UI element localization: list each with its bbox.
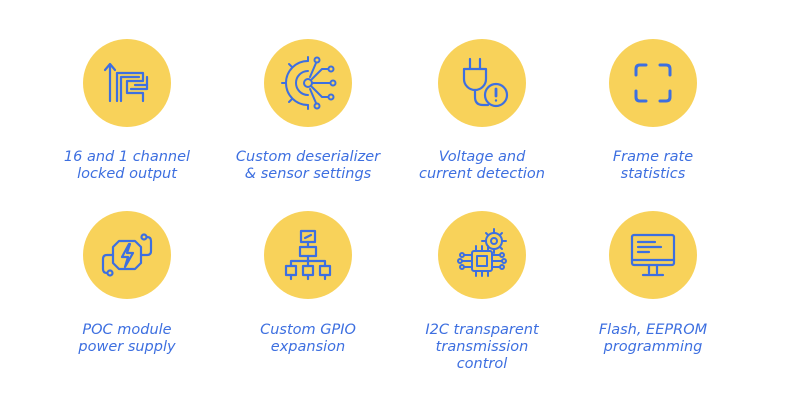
icon-badge [83,211,171,299]
icon-badge [83,39,171,127]
caption-line: control [456,356,508,372]
plug-warning-icon [462,57,509,108]
caption-line: & sensor settings [244,166,372,182]
caption-line: Custom deserializer [235,149,381,165]
frame-corners-icon [634,63,672,103]
caption-line: POC module [82,322,172,338]
locked-output-icon [103,62,149,103]
caption-line: Flash, EEPROM [598,322,708,338]
feature-caption: Custom deserializer & sensor settings [218,149,398,183]
icon-badge [609,39,697,127]
feature-caption: 16 and 1 channel locked output [37,149,217,183]
feature-caption: Voltage and current detection [392,149,572,183]
caption-line: programming [603,339,703,355]
icon-badge [264,39,352,127]
caption-line: Frame rate [612,149,694,165]
caption-line: Custom GPIO [260,322,356,338]
chip-gears-icon [457,228,507,277]
gpio-hierarchy-icon [284,229,332,281]
caption-line: current detection [419,166,545,182]
caption-line: transmission [435,339,529,355]
feature-caption: Flash, EEPROM programming [563,322,743,356]
caption-line: power supply [78,339,176,355]
caption-line: I2C transparent [425,322,539,338]
icon-badge [264,211,352,299]
gear-circuit-icon [281,56,337,110]
feature-caption: I2C transparent transmission control [392,322,572,373]
icon-badge [438,211,526,299]
caption-line: expansion [270,339,346,355]
feature-caption: Frame rate statistics [563,149,743,183]
feature-caption: Custom GPIO expansion [218,322,398,356]
feature-caption: POC module power supply [37,322,217,356]
caption-line: locked output [77,166,177,182]
icon-badge [609,211,697,299]
icon-badge [438,39,526,127]
power-module-icon [101,233,153,277]
monitor-icon [630,233,676,277]
caption-line: Voltage and [438,149,526,165]
caption-line: 16 and 1 channel [63,149,191,165]
caption-line: statistics [620,166,686,182]
